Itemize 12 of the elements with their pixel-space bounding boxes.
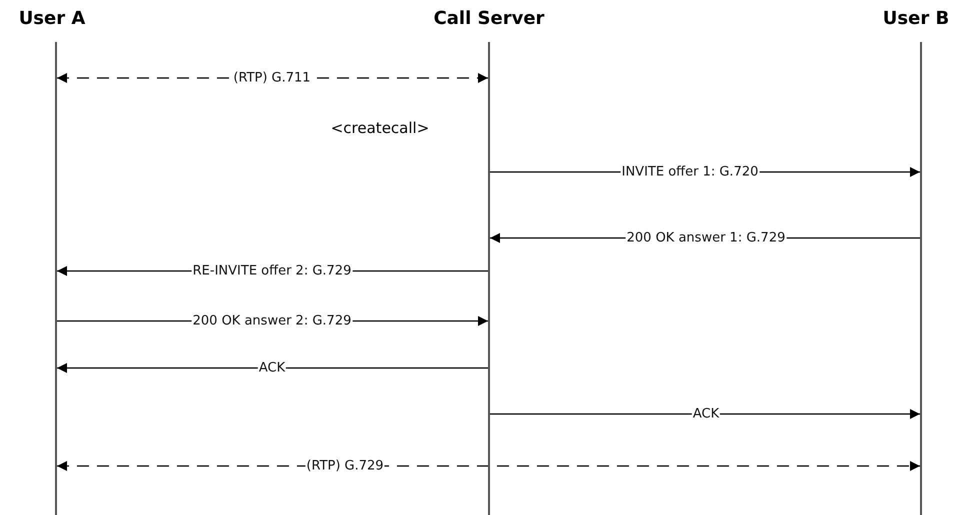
edge-label: (RTP) G.729 (305, 458, 385, 474)
note-text: <createcall> (330, 119, 430, 137)
edge-label: (RTP) G.711 (232, 70, 312, 86)
dashed-arrow (57, 461, 920, 471)
participant-name: Call Server (434, 8, 544, 29)
lifeline (55, 42, 57, 515)
arrow (490, 409, 920, 419)
participant-name: User B (882, 8, 950, 29)
participant-name: User A (18, 8, 86, 29)
arrow (57, 363, 488, 373)
lifeline (488, 42, 490, 515)
lifeline (920, 42, 922, 515)
